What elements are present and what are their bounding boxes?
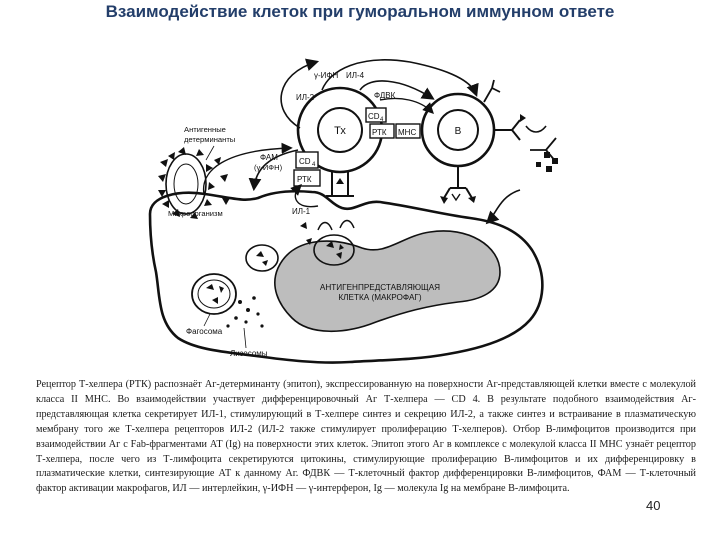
il2-label: ИЛ-2 xyxy=(296,93,315,102)
fam-label: ФАМ xyxy=(260,153,278,162)
lysosome-dots xyxy=(226,296,264,328)
b-cell-nucleus xyxy=(437,109,479,151)
antigen-chain-right xyxy=(536,152,558,172)
b-cell-receptor-right xyxy=(494,119,521,141)
antigen-triangles-left xyxy=(158,147,230,219)
cd4-top-sub: 4 xyxy=(380,117,384,123)
t-helper-nucleus xyxy=(317,107,363,153)
rtk-left-label: РТК xyxy=(297,175,312,184)
apc-label: АНТИГЕНПРЕДСТАВЛЯЮЩАЯ xyxy=(320,283,440,292)
slide-title: Взаимодействие клеток при гуморальном им… xyxy=(105,2,615,21)
il1-label: ИЛ-1 xyxy=(292,207,311,216)
processing-vesicle-1 xyxy=(245,244,279,272)
mhc-top-label: МНС xyxy=(398,128,416,137)
cd4-left-label: CD xyxy=(299,157,311,166)
th-apc-contact xyxy=(326,172,354,197)
fdvk-label: ФДВК xyxy=(374,91,396,100)
rtk-top-label: РТК xyxy=(372,128,387,137)
rtk-top-box xyxy=(369,123,395,139)
cd4-top-box xyxy=(365,107,387,123)
antigen-determinants-label-2: детерминанты xyxy=(184,135,235,144)
arrow-il4 xyxy=(359,80,435,100)
gamma-ifn-paren-label: (γ-ИФН) xyxy=(254,163,283,172)
immune-interaction-diagram: АНТИГЕНПРЕДСТАВЛЯЮЩАЯ КЛЕТКА (МАКРОФАГ) … xyxy=(148,58,558,364)
lysosomes-label: Лизосомы xyxy=(230,349,268,358)
b-cell-label: В xyxy=(455,126,462,137)
th-label: Тх xyxy=(334,125,346,137)
mhc-top-box xyxy=(395,123,421,139)
apc-label-line2: КЛЕТКА (МАКРОФАГ) xyxy=(338,293,421,302)
b-cell-receptor-top xyxy=(483,79,501,103)
antigen-determinants-label: Антигенные xyxy=(184,125,226,134)
b-cell-receptor-bottom xyxy=(443,166,473,199)
arrow-b-to-apc xyxy=(485,189,521,225)
processing-vesicle-2 xyxy=(313,234,355,266)
cd4-left-box xyxy=(295,151,319,169)
page-number: 40 xyxy=(646,498,661,513)
cd4-top-label: CD xyxy=(368,112,380,121)
rtk-left-box xyxy=(293,169,321,187)
arrow-il1 xyxy=(290,184,319,208)
arrow-apc-to-th xyxy=(202,142,293,195)
arrow-gamma-ifn xyxy=(321,59,479,97)
cd4-left-sub: 4 xyxy=(312,162,316,168)
microorganism xyxy=(165,153,207,215)
arrow-il2 xyxy=(280,58,320,129)
phagosome xyxy=(191,273,237,315)
macrophage-outline xyxy=(148,189,544,364)
arrow-fdvk xyxy=(379,97,434,114)
il4-label: ИЛ-4 xyxy=(346,71,365,80)
gamma-ifn-label: γ-ИФН xyxy=(314,71,338,80)
phagosome-label: Фагосома xyxy=(186,327,223,336)
caption-text: Рецептор Т-хелпера (РТК) распознаёт Аг-д… xyxy=(36,379,696,495)
macrophage-nucleus xyxy=(274,230,501,333)
